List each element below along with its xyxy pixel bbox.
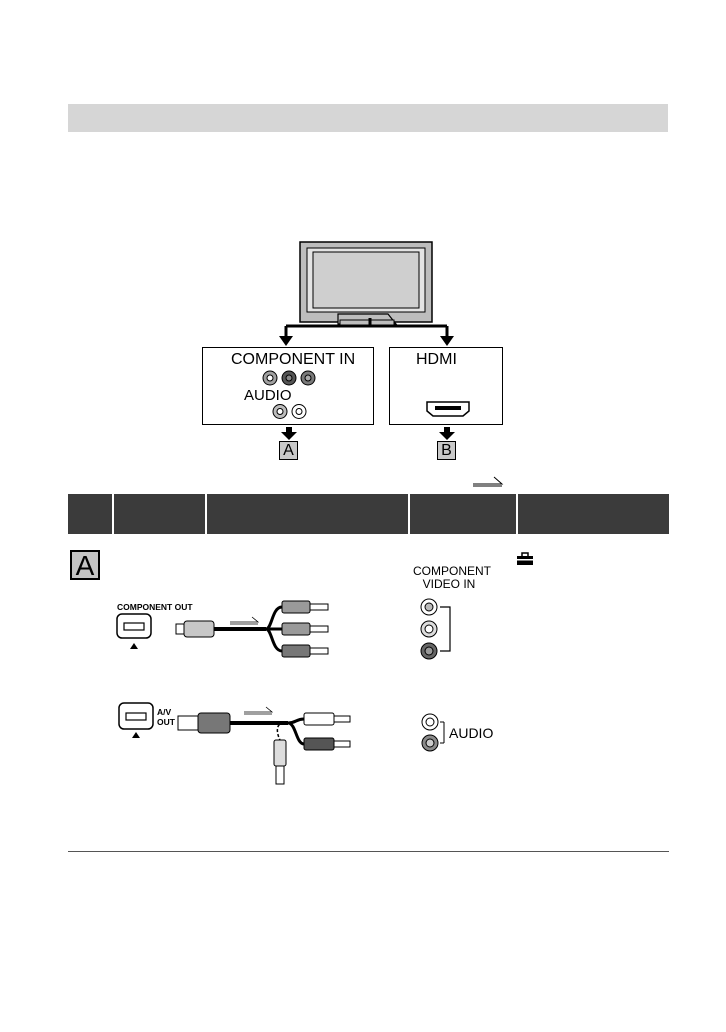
component-video-in-label: COMPONENT VIDEO IN xyxy=(413,564,491,591)
arrow-down-a-icon xyxy=(281,427,297,440)
component-out-port-icon xyxy=(116,613,152,649)
table-column-divider xyxy=(408,494,410,534)
hdmi-panel: HDMI xyxy=(389,347,503,425)
hdmi-port-icon xyxy=(426,401,470,417)
audio-label: AUDIO xyxy=(244,387,292,404)
component-out-label: COMPONENT OUT xyxy=(117,602,193,612)
audio-in-jacks-icon xyxy=(421,713,445,752)
component-in-label: COMPONENT IN xyxy=(231,351,356,368)
box-a-label: A xyxy=(279,441,298,460)
table-column-divider xyxy=(516,494,518,534)
footer-divider xyxy=(68,851,669,852)
av-out-port-icon xyxy=(118,702,154,738)
tv-icon xyxy=(299,241,433,326)
component-in-panel: COMPONENT IN AUDIO xyxy=(202,347,374,425)
hdmi-label: HDMI xyxy=(416,351,457,368)
av-cable-icon xyxy=(177,706,351,785)
box-b-label: B xyxy=(437,441,456,460)
arrow-right-outline-icon xyxy=(473,476,504,487)
toolbox-icon xyxy=(517,552,533,565)
table-column-divider xyxy=(205,494,207,534)
component-video-in-jacks-icon xyxy=(420,598,451,660)
arrow-down-b-icon xyxy=(439,427,455,440)
component-jacks-icon xyxy=(262,370,316,386)
table-column-divider xyxy=(112,494,114,534)
component-cable-icon xyxy=(175,600,329,658)
section-header-bar xyxy=(68,104,668,132)
av-out-label: A/V OUT xyxy=(157,707,175,727)
audio-in-label: AUDIO xyxy=(449,725,494,741)
audio-jacks-icon xyxy=(272,404,307,419)
section-a-marker: A xyxy=(70,550,100,580)
table-header xyxy=(68,494,669,534)
connection-lines xyxy=(279,318,454,346)
